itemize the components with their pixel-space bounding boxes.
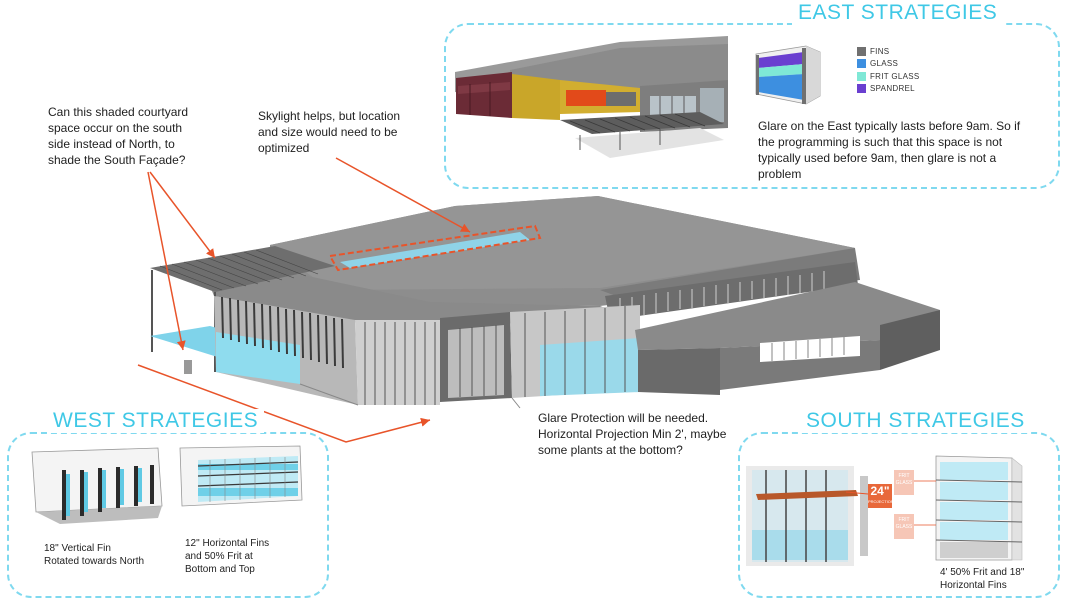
- legend-item-spandrel: SPANDREL: [857, 83, 920, 96]
- projection-label: PROJECTION: [868, 499, 894, 504]
- east-caption: Glare on the East typically lasts before…: [758, 119, 1021, 181]
- east-strategies-panel: [444, 23, 1060, 189]
- south-caption: 4' 50% Frit and 18" Horizontal Fins: [940, 567, 1025, 591]
- south-strategies-panel: [738, 432, 1060, 598]
- courtyard-note: Can this shaded courtyard space occur on…: [48, 105, 189, 167]
- legend-item-frit-glass: FRIT GLASS: [857, 70, 920, 83]
- legend-swatch: [857, 46, 866, 56]
- frit-glass-tag-bottom: FRIT GLASS: [894, 514, 914, 539]
- legend-item-fins: FINS: [857, 45, 920, 58]
- frit-glass-tag-top: FRIT GLASS: [894, 470, 914, 495]
- glare-protection-note: Glare Protection will be needed. Horizon…: [538, 411, 727, 457]
- west-strategies-title: WEST STRATEGIES: [47, 409, 265, 433]
- west-strategies-panel: [7, 432, 329, 598]
- west-caption-horizontal-fin: 12" Horizontal Fins and 50% Frit at Bott…: [185, 538, 270, 575]
- projection-value: 24": [870, 484, 890, 498]
- legend-label: SPANDREL: [870, 84, 915, 94]
- skylight-note: Skylight helps, but location and size wo…: [258, 109, 401, 155]
- legend-swatch: [857, 84, 866, 94]
- east-strategies-title: EAST STRATEGIES: [792, 1, 1004, 25]
- west-caption-vertical-fin: 18" Vertical Fin Rotated towards North: [44, 543, 145, 567]
- legend-swatch: [857, 71, 866, 81]
- projection-callout: 24" PROJECTION: [868, 484, 894, 508]
- legend-swatch: [857, 59, 866, 69]
- east-legend: FINS GLASS FRIT GLASS SPANDREL: [857, 45, 920, 95]
- legend-label: FINS: [870, 46, 890, 56]
- legend-label: GLASS: [870, 59, 899, 69]
- legend-label: FRIT GLASS: [870, 71, 920, 81]
- south-strategies-title: SOUTH STRATEGIES: [800, 409, 1031, 433]
- legend-item-glass: GLASS: [857, 58, 920, 71]
